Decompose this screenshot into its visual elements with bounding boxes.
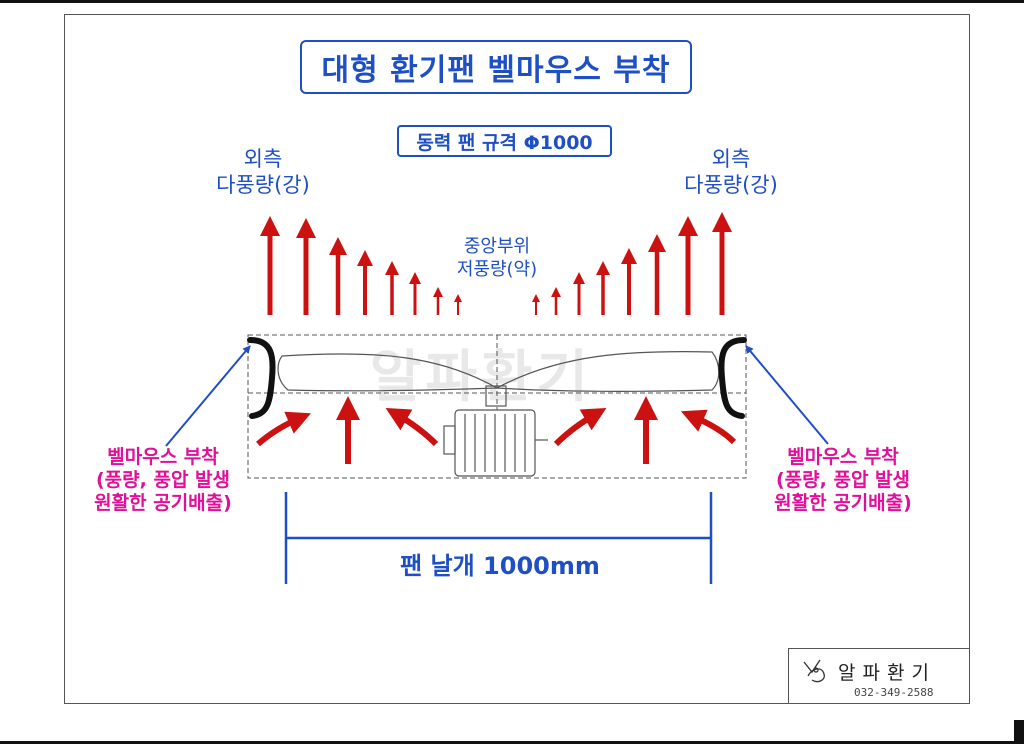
bellmouth-pointer-left [165, 345, 251, 447]
right-bellmouth-label: 벨마우스 부착 (풍량, 풍압 발생 원활한 공기배출) [774, 446, 912, 514]
inflow-arrow [680, 409, 737, 445]
company-logo-icon [803, 659, 825, 683]
outflow-arrows-right [532, 212, 732, 315]
left-outer-label: 외측 다풍량(강) [216, 147, 310, 198]
company-phone: 032-349-2588 [854, 686, 934, 699]
scan-edge-right [1014, 720, 1024, 744]
scan-edge-top [0, 0, 1024, 3]
inflow-arrow [385, 408, 439, 447]
fan-blade-dimension-label: 팬 날개 1000mm [400, 552, 600, 580]
bellmouth-pointer-right [745, 345, 829, 445]
page-title: 대형 환기팬 벨마우스 부착 [321, 53, 671, 88]
right-outer-label: 외측 다풍량(강) [684, 147, 778, 198]
watermark-text: 알파환기 [370, 345, 593, 410]
bellmouth-left [247, 337, 276, 419]
scan-edge-bottom [0, 741, 1024, 744]
fan-housing [247, 334, 747, 479]
left-bellmouth-label: 벨마우스 부착 (풍량, 풍압 발생 원활한 공기배출) [94, 446, 232, 514]
fan-hub [485, 385, 507, 407]
fan-blade-right [494, 350, 720, 392]
company-box [788, 648, 970, 704]
spec-label: 동력 팬 규격 Φ1000 [416, 131, 593, 154]
outflow-arrows-left [260, 216, 462, 315]
inflow-arrow [553, 408, 607, 447]
company-name: 알파환기 [838, 662, 936, 684]
spec-box: 동력 팬 규격 Φ1000 [397, 125, 612, 157]
drawing-frame [64, 14, 970, 704]
fan-blade-left [277, 353, 500, 392]
title-box: 대형 환기팬 벨마우스 부착 [300, 40, 692, 94]
fan-blades [277, 350, 720, 407]
motor [443, 409, 548, 477]
bellmouth-right [718, 337, 747, 419]
center-label: 중앙부위 저풍량(약) [456, 236, 538, 280]
inflow-arrow [256, 411, 312, 447]
inflow-arrows [256, 396, 737, 464]
dimension-line [284, 492, 713, 584]
